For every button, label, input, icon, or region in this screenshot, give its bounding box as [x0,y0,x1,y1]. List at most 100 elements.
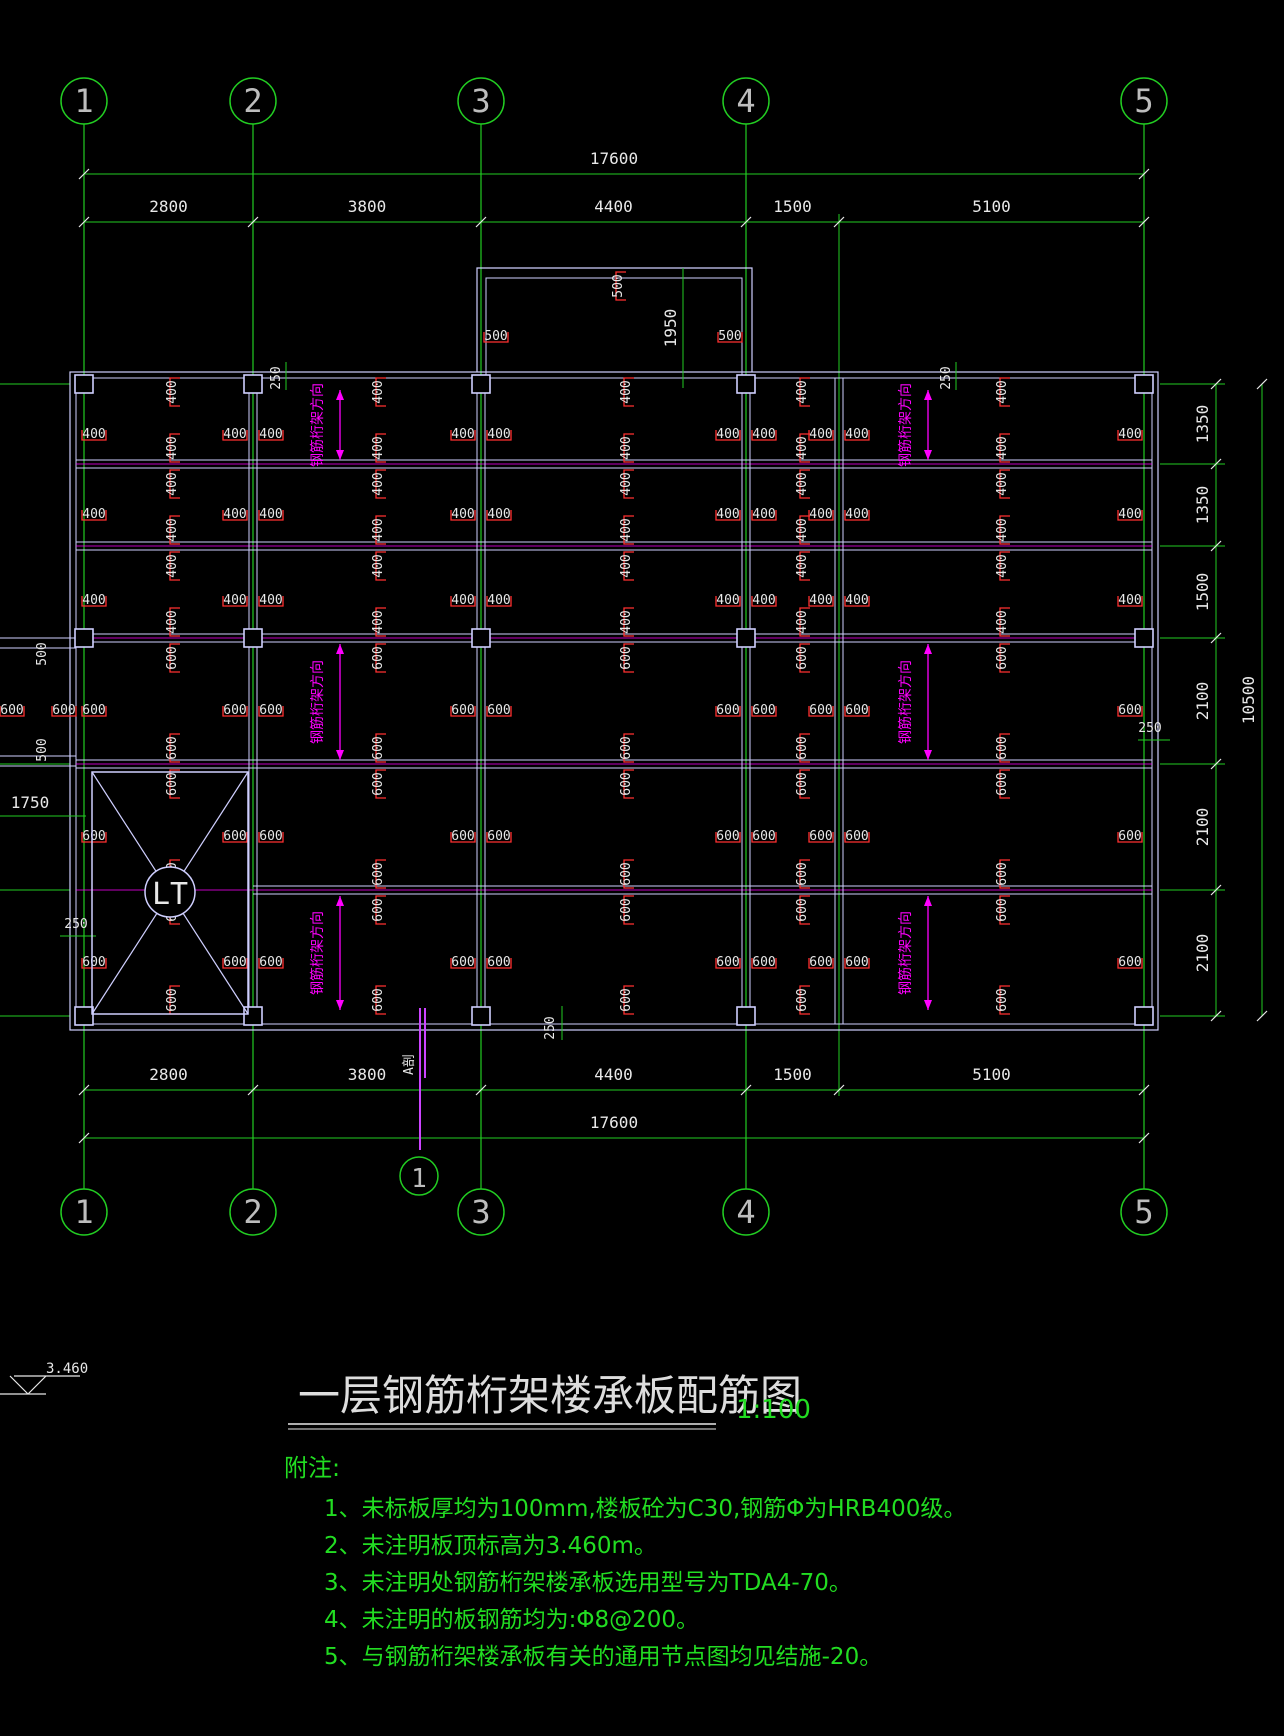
edge-dim-label: 250 [939,366,954,389]
rebar-label: 600 [371,862,386,885]
rebar-hook [844,832,870,843]
rebar-label: 600 [487,955,510,970]
grid-lines [0,124,1225,1194]
rebar-hook [999,859,1010,889]
rebar-horizontal-mark: 400 [81,507,107,522]
rebar-vertical-mark: 600 [371,985,386,1015]
rebar-label: 400 [165,380,180,403]
rebar-hook [375,985,386,1015]
rebar-hook [751,510,777,521]
rebar-horizontal-mark: 400 [844,507,870,522]
right-dim-tick [1210,1010,1222,1022]
rebar-hook [623,433,634,463]
rebar-horizontal-mark: 400 [222,593,248,608]
bottom-dim-tick [247,1084,259,1096]
rebar-hook [81,596,107,607]
rebar-label: 400 [619,610,634,633]
rebar-label: 400 [845,427,868,442]
rebar-vertical-mark: 600 [371,733,386,763]
rebar-label: 600 [619,898,634,921]
rebar-hook [615,271,626,301]
rebar-hook [169,551,180,581]
rebar-label: 600 [165,736,180,759]
rebar-horizontal-mark: 400 [715,427,741,442]
rebar-hook [375,643,386,673]
rebar-label: 600 [451,829,474,844]
rebar-hook [375,377,386,407]
rebar-label: 400 [165,518,180,541]
rebar-hook [623,733,634,763]
section-mark: A剖 1 [399,1008,439,1196]
rebar-hook [808,596,834,607]
column [74,374,94,394]
edge-dim-label: 250 [269,366,284,389]
rebar-vertical-mark: 400 [795,515,810,545]
axis-label: 2 [243,1193,262,1231]
rebar-hook [715,958,741,969]
stair-label: LT [152,877,188,912]
rebar-horizontal-mark: 600 [1117,703,1143,718]
truss-direction-label: 钢筋桁架方向 [309,911,326,995]
rebar-vertical-mark: 600 [995,769,1010,799]
rebar-label: 400 [752,593,775,608]
rebar-label: 600 [371,646,386,669]
right-dim-label: 2100 [1193,934,1212,973]
rebar-horizontal-mark: 400 [1117,593,1143,608]
rebar-hook [222,510,248,521]
rebar-hook [751,706,777,717]
rebar-label: 600 [82,955,105,970]
rebar-vertical-mark: 400 [619,515,634,545]
rebar-horizontal-mark: 400 [751,427,777,442]
rebar-label: 400 [259,593,282,608]
column [471,628,491,648]
rebar-vertical-mark: 400 [795,469,810,499]
right-dim-tick [1210,884,1222,896]
rebar-label: 600 [809,703,832,718]
rebar-horizontal-mark: 400 [808,593,834,608]
rebar-hook [483,332,509,343]
rebar-horizontal-mark: 400 [258,427,284,442]
top-dim-label: 3800 [348,197,387,216]
rebar-label: 600 [995,646,1010,669]
axis-label: 5 [1134,1193,1153,1231]
rebar-hook [258,832,284,843]
rebar-hook [999,769,1010,799]
rebar-label: 400 [995,436,1010,459]
axis-bubble-4: 4 [722,1188,770,1236]
rebar-label: 400 [165,554,180,577]
rebar-hook [751,958,777,969]
rebar-horizontal-mark: 600 [450,955,476,970]
axis-circle [229,1188,277,1236]
rebar-label: 400 [619,518,634,541]
rebar-hook [486,510,512,521]
rebar-vertical-mark: 400 [165,469,180,499]
rebar-hook [999,433,1010,463]
rebar-hook [844,510,870,521]
rebar-hook [999,469,1010,499]
rebar-hook [999,377,1010,407]
rebar-label: 400 [619,472,634,495]
rebar-horizontal-mark: 400 [844,593,870,608]
rebar-label: 400 [371,554,386,577]
rebar-hook [844,958,870,969]
column [736,1006,756,1026]
rebar-hook [258,706,284,717]
rebar-vertical-mark: 400 [795,433,810,463]
rebar-label: 600 [619,772,634,795]
column [471,1006,491,1026]
rebar-hook [486,706,512,717]
rebar-horizontal-mark: 500 [717,329,743,344]
rebar-label: 400 [259,427,282,442]
rebar-hook [486,430,512,441]
axis-circle [60,1188,108,1236]
rebar-hook [169,607,180,637]
rebar-label: 400 [619,554,634,577]
rebar-hook [1117,510,1143,521]
rebar-vertical-mark: 400 [795,377,810,407]
rebar-horizontal-mark: 600 [1117,829,1143,844]
rebar-label: 400 [223,427,246,442]
rebar-label: 600 [795,772,810,795]
column [1134,374,1154,394]
right-dim-tick [1210,378,1222,390]
note-4: 4、未注明的板钢筋均为:Φ8@200。 [324,1607,699,1633]
